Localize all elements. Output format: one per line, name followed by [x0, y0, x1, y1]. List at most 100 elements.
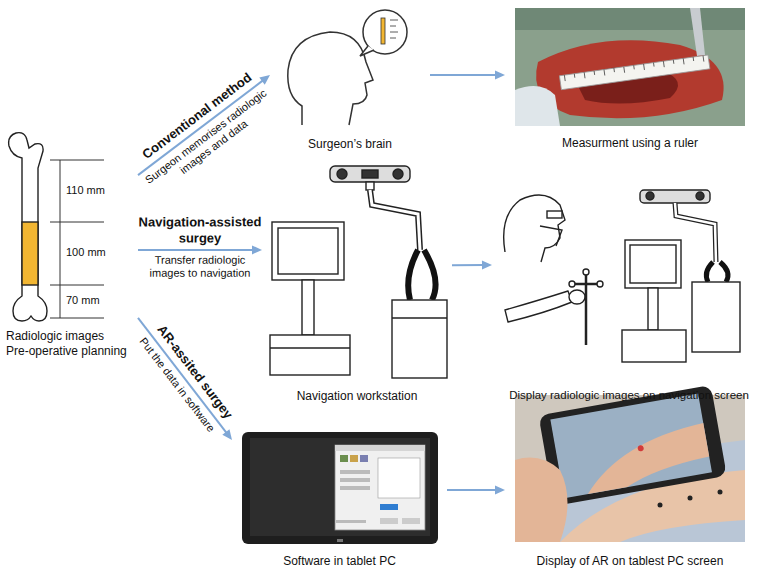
femur-illustration — [9, 133, 47, 321]
workstation-illustration — [366, 182, 374, 190]
arrow-head — [495, 70, 505, 79]
dimension-lines — [50, 160, 104, 161]
navigation-use-illustration — [504, 195, 565, 262]
navigation-use-illustration — [640, 190, 710, 203]
node-caption: Pre-operative planning — [6, 344, 127, 358]
ruler-photo — [515, 86, 560, 126]
navigation-use-illustration — [625, 240, 681, 288]
tablet-illustration — [378, 458, 420, 498]
tablet-illustration — [360, 455, 368, 462]
figure-node: Radiologic imagesPre-operative planning — [3, 130, 138, 360]
tablet-illustration — [350, 455, 358, 462]
head-illustration — [390, 20, 398, 38]
navigation-use-illustration — [597, 281, 603, 287]
arrow-head — [482, 261, 492, 270]
navigation-use-illustration — [648, 288, 658, 330]
ar-photo — [688, 496, 693, 501]
ar-photo — [515, 458, 568, 542]
workstation-illustration — [270, 166, 447, 378]
workstation-illustration — [370, 190, 420, 250]
node-caption: Surgeon’s brain — [308, 137, 392, 151]
tablet-illustration — [340, 486, 370, 490]
workstation-illustration — [270, 347, 350, 348]
ruler-photo — [559, 55, 709, 90]
ruler-photo — [559, 55, 709, 90]
figure-node: Display radiologic images on navigation … — [492, 170, 766, 405]
navigation-use-illustration — [630, 245, 676, 283]
ruler-photo — [564, 56, 703, 81]
dimension-lines — [50, 318, 104, 319]
head-illustration — [381, 18, 385, 44]
navigation-use-illustration — [505, 291, 572, 322]
navigation-use-illustration — [622, 330, 686, 362]
arrow-head — [222, 429, 232, 440]
workstation-illustration — [270, 335, 350, 375]
head-illustration — [288, 10, 407, 125]
workstation-illustration — [278, 228, 338, 274]
ruler-photo — [515, 8, 745, 30]
dimension-label: 100 mm — [66, 246, 106, 259]
ruler-photo — [515, 8, 745, 126]
navigation-use-illustration — [572, 283, 600, 286]
dimension-label: 110 mm — [66, 184, 105, 197]
arrow-head — [259, 75, 270, 85]
figure-node: Surgeon’s brain — [270, 10, 430, 153]
tablet-illustration — [337, 539, 343, 542]
head-illustration — [288, 32, 373, 125]
workstation-illustration — [362, 170, 378, 178]
head-illustration — [360, 46, 374, 56]
tablet-illustration — [380, 504, 398, 510]
navigation-use-illustration — [646, 192, 654, 200]
workstation-illustration — [337, 169, 347, 179]
ruler-photo — [515, 8, 745, 126]
tablet-illustration — [340, 470, 370, 474]
method-label: Navigation-assisted surgey — [138, 215, 262, 246]
node-caption: Measurment using a ruler — [562, 136, 698, 150]
navigation-use-illustration — [504, 190, 740, 362]
navigation-use-illustration — [569, 281, 575, 287]
tablet-illustration — [242, 432, 438, 544]
workstation-illustration — [424, 250, 436, 300]
node-caption: Display radiologic images on navigation … — [509, 389, 749, 403]
node-caption: Navigation workstation — [297, 389, 418, 403]
workstation-illustration — [393, 169, 403, 179]
tablet-illustration — [335, 445, 425, 530]
ar-photo — [579, 423, 712, 494]
node-caption: Software in tablet PC — [283, 554, 396, 568]
ar-photo — [637, 445, 644, 452]
connector-arrow — [452, 264, 484, 266]
tablet-illustration — [335, 445, 425, 451]
dimension-lines — [50, 222, 104, 223]
arrow-head — [495, 486, 505, 495]
connector-arrow — [138, 318, 227, 434]
tablet-illustration — [250, 438, 430, 536]
step-note: Transfer radiologic images to navigation — [138, 254, 262, 281]
tablet-illustration — [402, 518, 420, 524]
navigation-use-illustration — [696, 192, 704, 200]
navigation-use-illustration — [706, 262, 728, 282]
workstation-illustration — [302, 280, 314, 335]
workstation-illustration — [392, 317, 447, 318]
tablet-illustration — [340, 478, 370, 482]
dimension-lines — [60, 160, 61, 318]
connector-arrow — [447, 489, 497, 491]
dimension-lines — [50, 285, 104, 286]
ar-photo — [718, 490, 723, 495]
ruler-photo — [536, 40, 724, 118]
arrow-head — [252, 245, 262, 254]
node-caption: Display of AR on tablest PC screen — [537, 554, 724, 568]
ar-photo — [538, 385, 726, 506]
ar-photo — [658, 503, 663, 508]
femur-illustration — [9, 133, 47, 321]
workstation-illustration — [408, 250, 418, 300]
workstation-illustration — [392, 300, 447, 378]
workstation-illustration — [272, 222, 344, 280]
ar-photo — [550, 393, 712, 498]
dimension-lines — [50, 160, 104, 318]
ruler-photo — [690, 8, 705, 56]
connector-arrow — [430, 74, 497, 76]
tablet-illustration — [340, 455, 348, 462]
connector-arrow — [138, 249, 254, 251]
navigation-use-illustration — [692, 282, 740, 352]
